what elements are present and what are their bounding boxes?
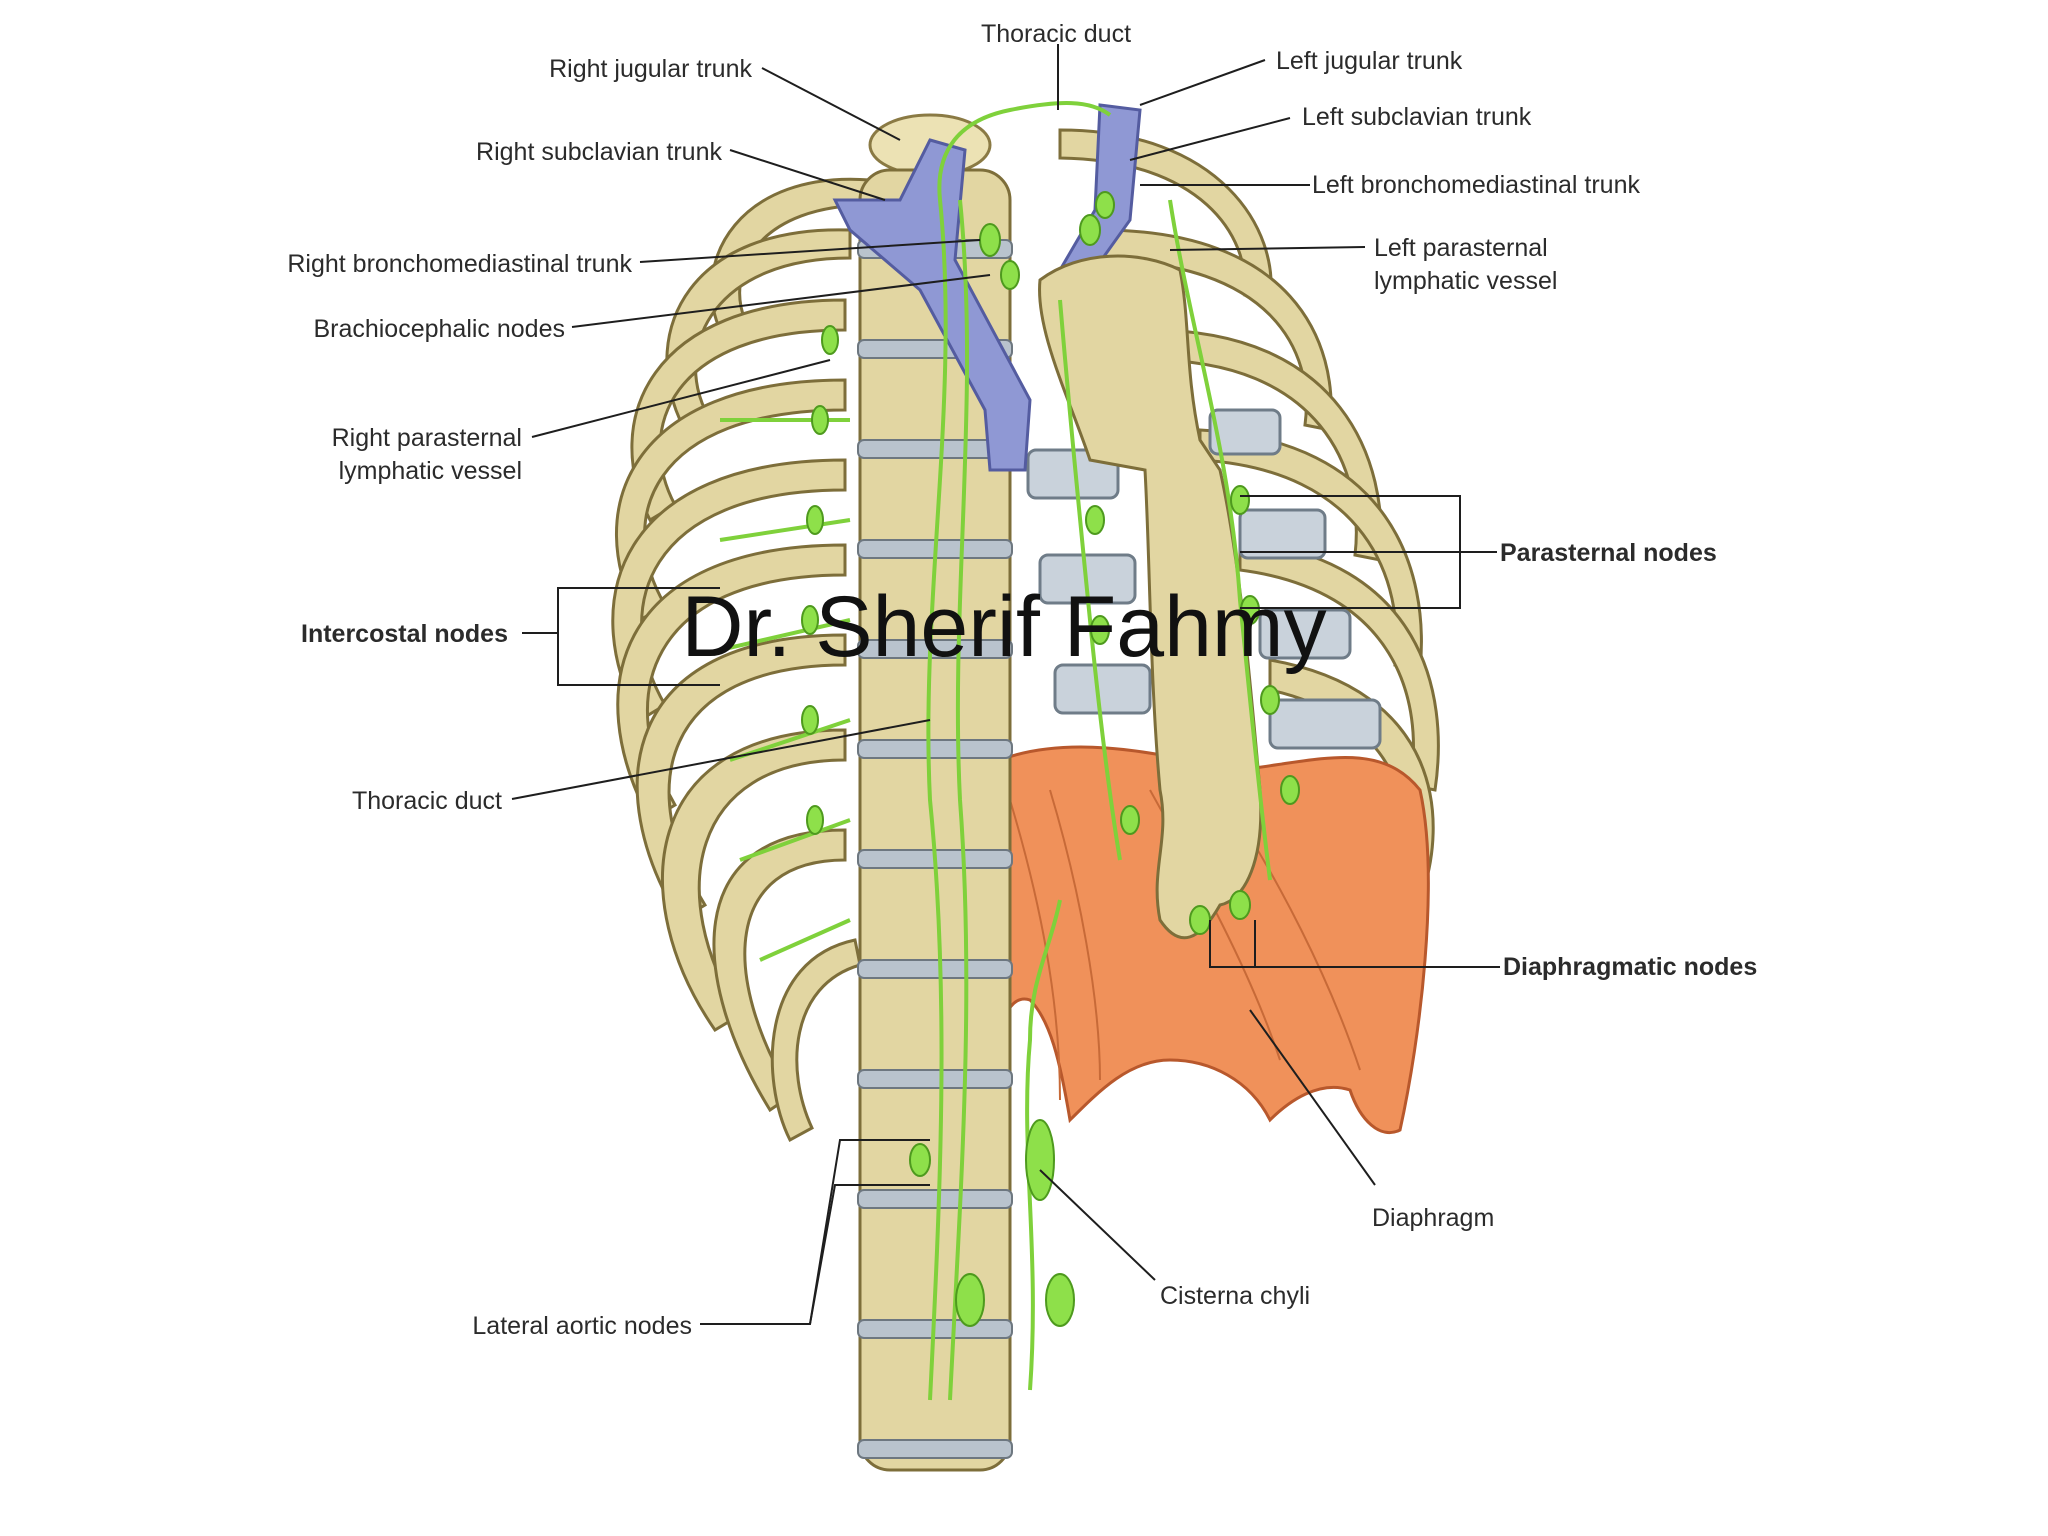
sternum bbox=[1038, 254, 1263, 940]
label-left-parasternal-line2: lymphatic vessel bbox=[1374, 267, 1557, 295]
ribs-right bbox=[611, 177, 872, 1143]
label-right-parasternal-line1: Right parasternal bbox=[332, 424, 522, 452]
labels: Thoracic duct Right jugular trunk Left j… bbox=[287, 20, 1757, 1340]
label-brachiocephalic-nodes: Brachiocephalic nodes bbox=[313, 315, 565, 343]
label-intercostal-nodes: Intercostal nodes bbox=[301, 620, 508, 648]
label-left-jugular-trunk: Left jugular trunk bbox=[1276, 47, 1463, 75]
leader-lines bbox=[511, 44, 1500, 1325]
lymph-nodes bbox=[801, 191, 1300, 1327]
label-lateral-aortic-nodes: Lateral aortic nodes bbox=[472, 1312, 692, 1340]
label-right-subclavian-trunk: Right subclavian trunk bbox=[476, 138, 722, 166]
label-parasternal-nodes: Parasternal nodes bbox=[1500, 539, 1717, 567]
label-right-parasternal-line2: lymphatic vessel bbox=[339, 457, 522, 485]
label-diaphragm: Diaphragm bbox=[1372, 1204, 1494, 1232]
label-left-bronchomediastinal-trunk: Left bronchomediastinal trunk bbox=[1312, 171, 1640, 199]
label-thoracic-duct-mid: Thoracic duct bbox=[352, 787, 502, 815]
label-left-subclavian-trunk: Left subclavian trunk bbox=[1302, 103, 1532, 131]
label-right-jugular-trunk: Right jugular trunk bbox=[549, 55, 752, 83]
label-thoracic-duct-top: Thoracic duct bbox=[981, 20, 1131, 48]
lymphatic-vessels bbox=[719, 101, 1272, 1401]
watermark-text: Dr. Sherif Fahmy bbox=[681, 579, 1326, 675]
label-cisterna-chyli: Cisterna chyli bbox=[1160, 1282, 1310, 1310]
vertebral-column bbox=[857, 113, 1013, 1472]
label-right-bronchomediastinal-trunk: Right bronchomediastinal trunk bbox=[287, 250, 632, 278]
ribs-left bbox=[1058, 128, 1440, 902]
label-left-parasternal-line1: Left parasternal bbox=[1374, 234, 1548, 262]
label-diaphragmatic-nodes: Diaphragmatic nodes bbox=[1503, 953, 1757, 981]
